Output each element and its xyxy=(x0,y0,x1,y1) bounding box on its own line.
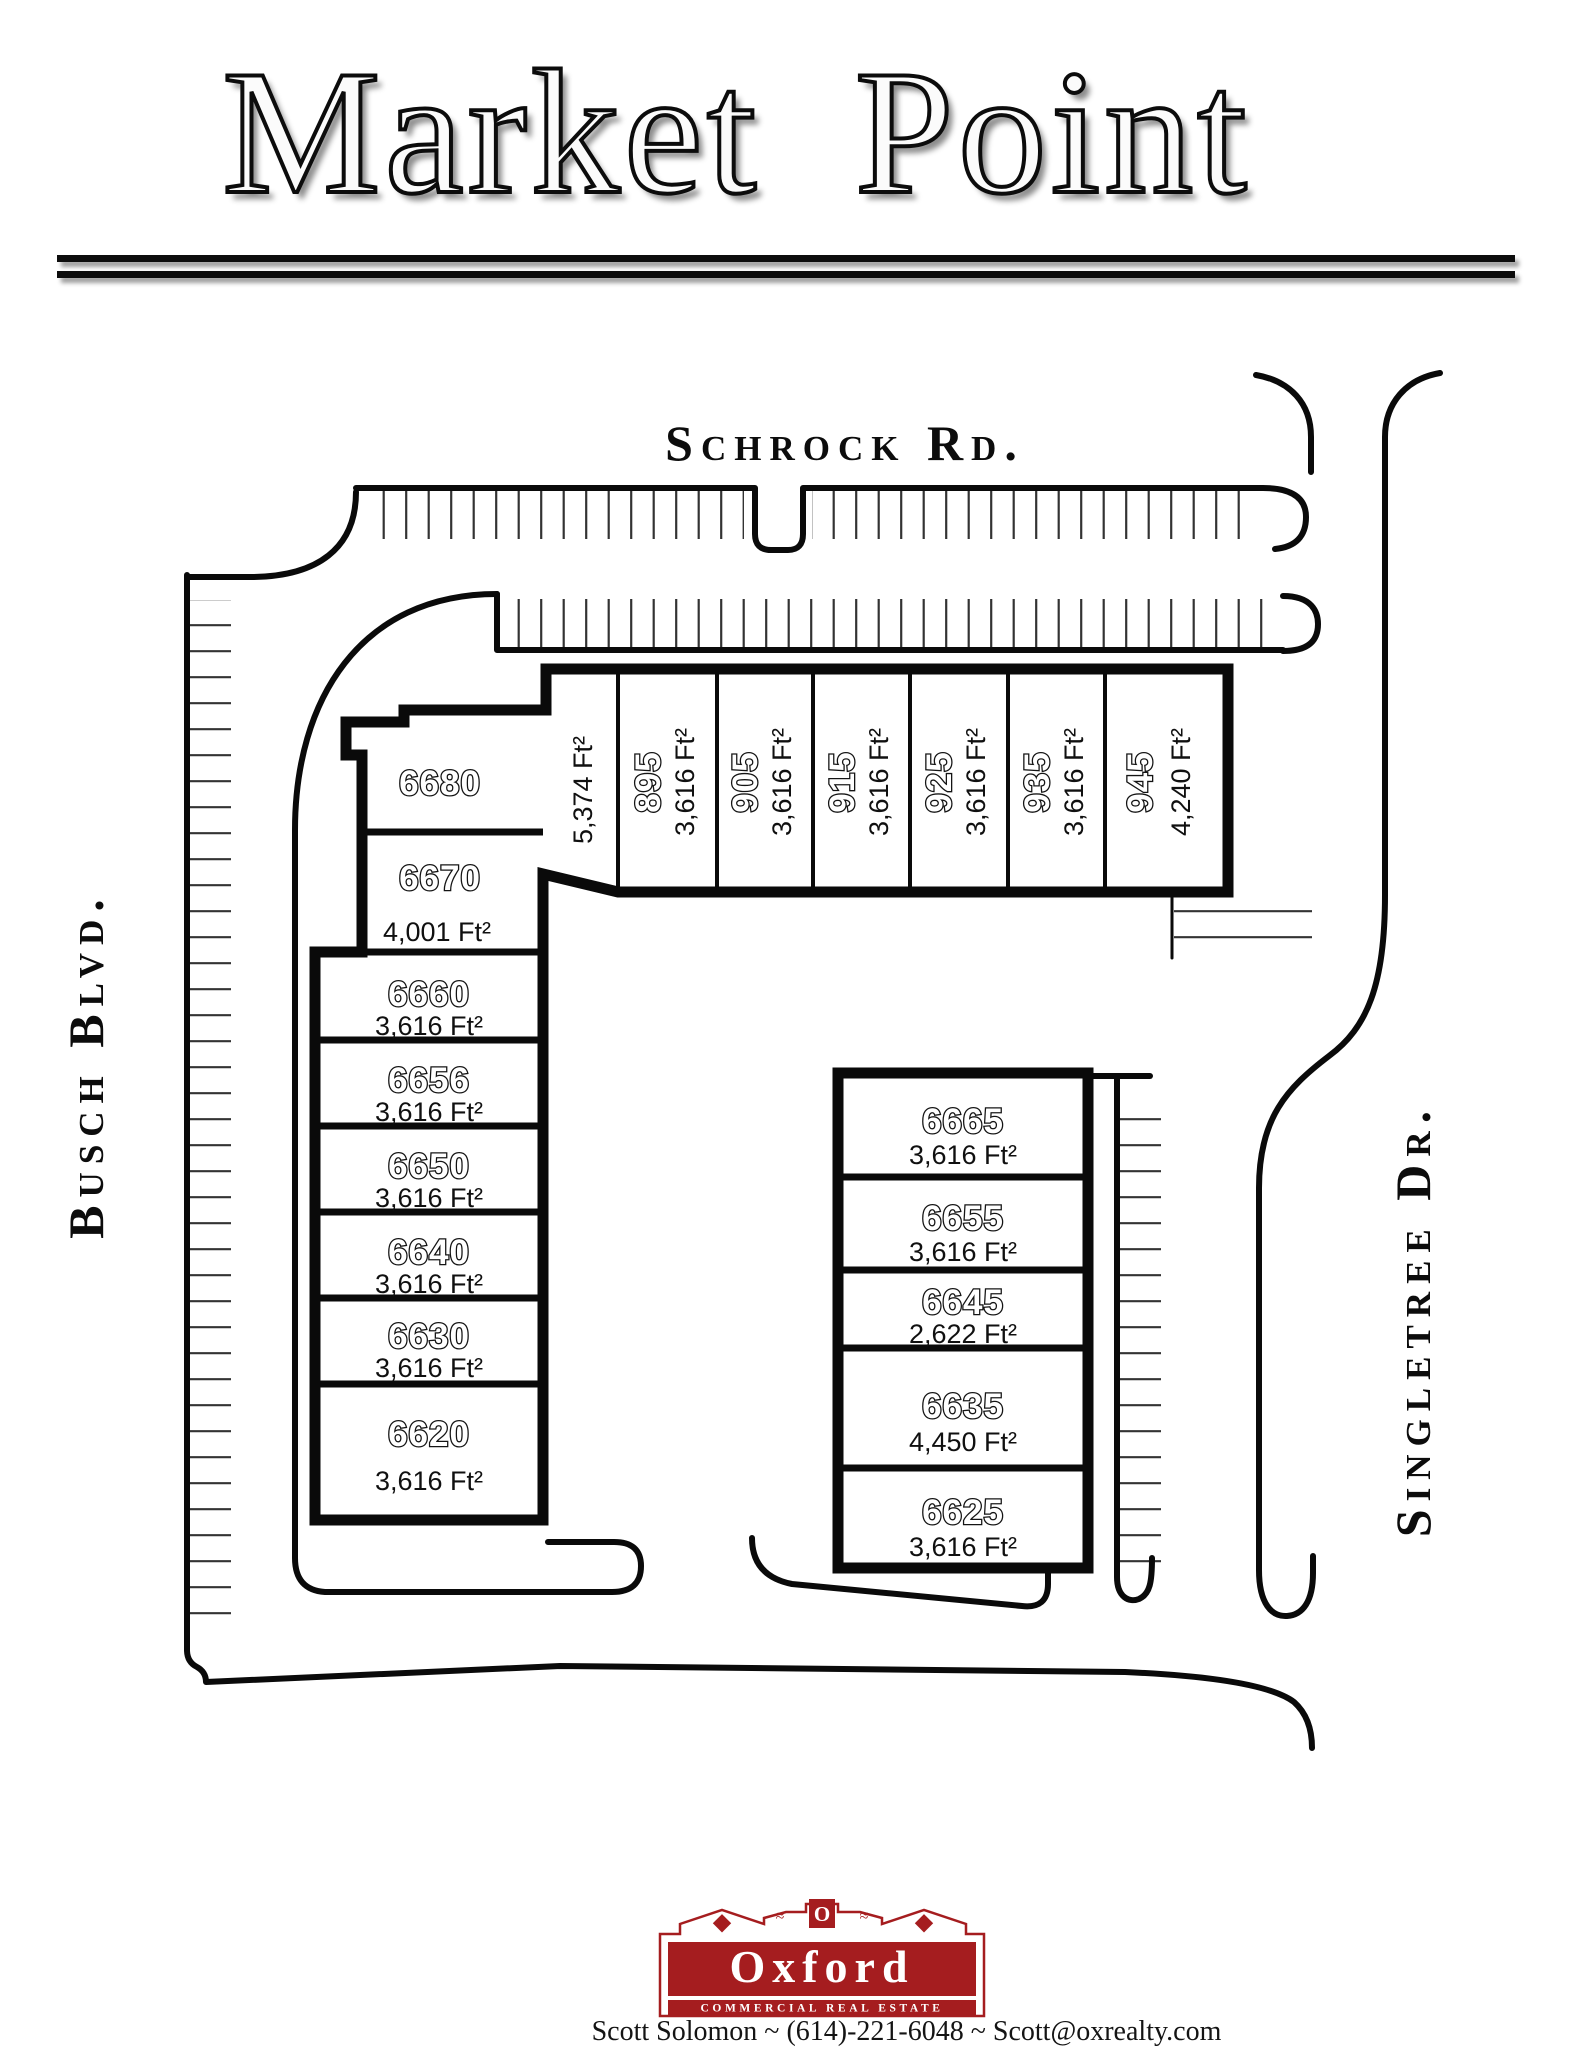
unit-6665-number: 6665 xyxy=(922,1102,1004,1141)
logo-monogram-block xyxy=(809,1899,835,1928)
unit-6656-number: 6656 xyxy=(388,1061,470,1100)
unit-895-number: 895 xyxy=(629,751,668,812)
unit-6625-area: 3,616 Ft² xyxy=(909,1532,1017,1562)
unit-6670-area: 4,001 Ft² xyxy=(383,917,491,947)
unit-915-number: 915 xyxy=(823,751,862,812)
unit-6630-number: 6630 xyxy=(388,1317,470,1356)
logo-tagline-band xyxy=(668,2000,976,2015)
road-label-busch: Busch Blvd. xyxy=(58,891,114,1239)
header: Market Point xyxy=(0,30,1528,235)
curb-singletree xyxy=(1256,370,1443,1620)
parking-row-busch xyxy=(189,600,231,1634)
curb-front-sidewalk-endcap xyxy=(1280,593,1321,654)
unit-905-number: 905 xyxy=(726,751,765,812)
unit-6635-area: 4,450 Ft² xyxy=(909,1427,1017,1457)
curb-schrock-row xyxy=(353,485,1309,553)
south-building: 6665 3,616 Ft² 6655 3,616 Ft² 6645 2,622… xyxy=(832,1067,1094,1574)
unit-6660-number: 6660 xyxy=(388,975,470,1014)
curb-busch-and-south-boundary xyxy=(184,572,1315,1751)
title-double-rule-bottom xyxy=(57,271,1515,278)
unit-endcap-area: 5,374 Ft² xyxy=(568,736,598,844)
unit-915-area: 3,616 Ft² xyxy=(864,728,894,836)
unit-925-area: 3,616 Ft² xyxy=(961,728,991,836)
unit-895-area: 3,616 Ft² xyxy=(670,728,700,836)
road-label-schrock: Schrock Rd. xyxy=(665,415,1025,471)
logo-squiggle-right: ≈ xyxy=(860,1908,869,1925)
logo-tagline: Commercial Real Estate xyxy=(701,2003,944,2015)
page-title: Market Point xyxy=(220,31,1251,233)
unit-6645-area: 2,622 Ft² xyxy=(909,1319,1017,1349)
curb-entrance-west xyxy=(1253,372,1314,475)
parking-row-front-building xyxy=(512,599,1274,649)
unit-6640-number: 6640 xyxy=(388,1233,470,1272)
unit-6645-number: 6645 xyxy=(922,1283,1004,1322)
unit-935-area: 3,616 Ft² xyxy=(1059,728,1089,836)
curb-northwest-corner xyxy=(184,489,359,580)
unit-925-number: 925 xyxy=(920,751,959,812)
unit-945-number: 945 xyxy=(1121,751,1160,812)
logo-monogram: O xyxy=(814,1902,830,1926)
unit-935-number: 935 xyxy=(1018,751,1057,812)
unit-6620-area: 3,616 Ft² xyxy=(375,1466,483,1496)
parking-row-east xyxy=(1119,1096,1161,1564)
unit-6650-number: 6650 xyxy=(388,1147,470,1186)
footer-contact: Scott Solomon ~ (614)-221-6048 ~ Scott@o… xyxy=(591,2016,1222,2047)
road-label-singletree: Singletree Dr. xyxy=(1385,1103,1441,1537)
curb-south-building-aisle xyxy=(749,1535,1051,1610)
north-building: 6680 6670 4,001 Ft² 5,374 Ft² 895 3,616 … xyxy=(309,663,1234,1526)
oxford-logo: ≈ ≈ O Oxford Commercial Real Estate xyxy=(658,1899,986,2018)
unit-6670-number: 6670 xyxy=(399,859,481,898)
curb-east-row xyxy=(1114,1073,1155,1604)
parking-row-southeast-wing xyxy=(1174,892,1312,962)
curbs xyxy=(184,370,1443,1751)
parking-row-schrock-left xyxy=(366,489,744,539)
unit-6640-area: 3,616 Ft² xyxy=(375,1269,483,1299)
unit-6650-area: 3,616 Ft² xyxy=(375,1183,483,1213)
title-double-rule-top xyxy=(57,255,1515,262)
unit-6655-number: 6655 xyxy=(922,1199,1004,1238)
south-building-outline xyxy=(832,1067,1094,1574)
unit-6620-number: 6620 xyxy=(388,1415,470,1454)
logo-squiggle-left: ≈ xyxy=(776,1908,785,1925)
unit-6680-number: 6680 xyxy=(399,764,481,803)
parking-rows xyxy=(189,489,1312,1634)
unit-6655-area: 3,616 Ft² xyxy=(909,1237,1017,1267)
logo-name: Oxford xyxy=(729,1941,914,1992)
unit-905-area: 3,616 Ft² xyxy=(767,728,797,836)
unit-6635-number: 6635 xyxy=(922,1387,1004,1426)
unit-6656-area: 3,616 Ft² xyxy=(375,1097,483,1127)
west-units: 6660 3,616 Ft² 6656 3,616 Ft² 6650 3,616… xyxy=(375,974,483,1496)
curb-front-sidewalk xyxy=(494,591,1286,653)
unit-6630-area: 3,616 Ft² xyxy=(375,1353,483,1383)
unit-6625-number: 6625 xyxy=(922,1493,1004,1532)
north-building-outline xyxy=(309,663,1234,1526)
unit-6660-area: 3,616 Ft² xyxy=(375,1011,483,1041)
parking-row-schrock-right xyxy=(812,489,1258,539)
unit-6665-area: 3,616 Ft² xyxy=(909,1140,1017,1170)
unit-945-area: 4,240 Ft² xyxy=(1166,728,1196,836)
wing-units: 895 3,616 Ft² 905 3,616 Ft² 915 3,616 Ft… xyxy=(628,728,1196,836)
curb-interior-loop xyxy=(292,591,644,1595)
logo-name-panel xyxy=(668,1942,976,1996)
